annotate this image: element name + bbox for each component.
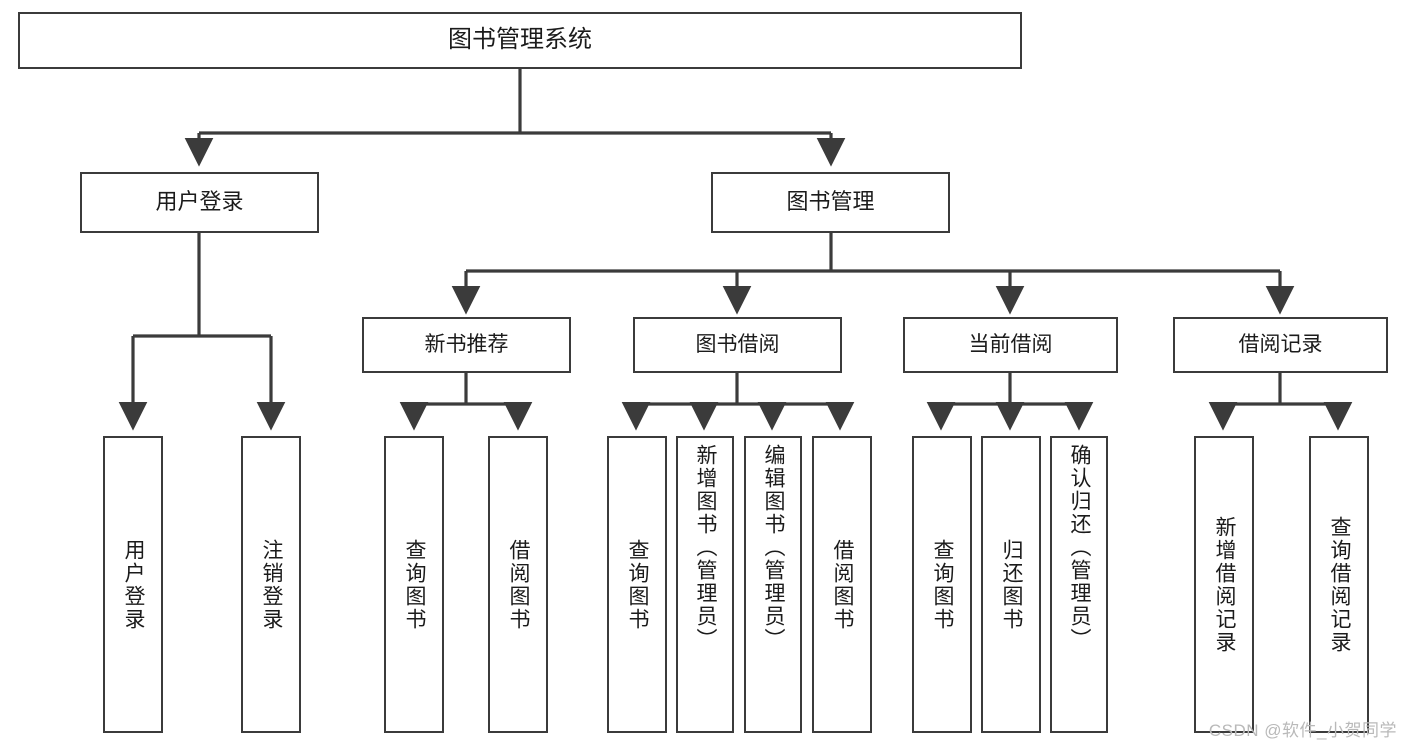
node-leaf-return-book-label: 归还图书 [1000, 538, 1024, 631]
node-book-management[interactable]: 图书管理 [711, 172, 950, 233]
node-new-book-recommend[interactable]: 新书推荐 [362, 317, 571, 373]
node-leaf-borrow-book-2[interactable]: 借阅图书 [812, 436, 872, 733]
node-leaf-borrow-book-1[interactable]: 借阅图书 [488, 436, 548, 733]
node-leaf-confirm-return-admin-label: 确认归还（管理员） [1068, 444, 1092, 651]
node-leaf-add-book-admin[interactable]: 新增图书（管理员） [676, 436, 734, 733]
node-leaf-query-book-3-label: 查询图书 [931, 538, 955, 631]
node-leaf-query-book-1-label: 查询图书 [403, 538, 427, 631]
node-leaf-confirm-return-admin[interactable]: 确认归还（管理员） [1050, 436, 1108, 733]
node-leaf-query-book-2-label: 查询图书 [626, 538, 650, 631]
node-borrow-record-label: 借阅记录 [1238, 332, 1323, 356]
node-book-borrow-label: 图书借阅 [695, 332, 780, 356]
node-leaf-query-book-1[interactable]: 查询图书 [384, 436, 444, 733]
node-current-borrow-label: 当前借阅 [968, 332, 1053, 356]
node-root[interactable]: 图书管理系统 [18, 12, 1022, 69]
node-leaf-logout-login[interactable]: 注销登录 [241, 436, 301, 733]
node-current-borrow[interactable]: 当前借阅 [903, 317, 1118, 373]
node-leaf-add-borrow-record-label: 新增借阅记录 [1213, 515, 1237, 654]
node-leaf-edit-book-admin-label: 编辑图书（管理员） [762, 444, 786, 651]
node-book-management-label: 图书管理 [786, 189, 875, 215]
node-leaf-user-login[interactable]: 用户登录 [103, 436, 163, 733]
node-leaf-query-book-2[interactable]: 查询图书 [607, 436, 667, 733]
node-leaf-add-book-admin-label: 新增图书（管理员） [694, 444, 718, 651]
node-new-book-recommend-label: 新书推荐 [424, 332, 509, 356]
watermark-text: CSDN @软件_小贺同学 [1208, 721, 1397, 740]
node-leaf-query-borrow-record[interactable]: 查询借阅记录 [1309, 436, 1369, 733]
node-borrow-record[interactable]: 借阅记录 [1173, 317, 1388, 373]
node-book-borrow[interactable]: 图书借阅 [633, 317, 842, 373]
node-user-login[interactable]: 用户登录 [80, 172, 319, 233]
node-root-label: 图书管理系统 [448, 26, 592, 54]
node-leaf-query-book-3[interactable]: 查询图书 [912, 436, 972, 733]
node-leaf-return-book[interactable]: 归还图书 [981, 436, 1041, 733]
node-leaf-edit-book-admin[interactable]: 编辑图书（管理员） [744, 436, 802, 733]
node-leaf-user-login-label: 用户登录 [122, 538, 146, 631]
node-leaf-borrow-book-2-label: 借阅图书 [831, 538, 855, 631]
node-leaf-query-borrow-record-label: 查询借阅记录 [1328, 515, 1352, 654]
node-leaf-add-borrow-record[interactable]: 新增借阅记录 [1194, 436, 1254, 733]
node-user-login-label: 用户登录 [155, 189, 244, 215]
node-leaf-logout-login-label: 注销登录 [260, 538, 284, 631]
node-leaf-borrow-book-1-label: 借阅图书 [507, 538, 531, 631]
